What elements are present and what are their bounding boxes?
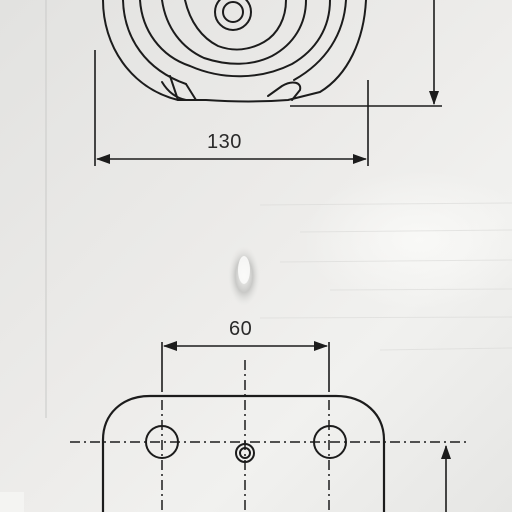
- top-right-dimension: [290, 0, 442, 107]
- top-bracket-drawing: [102, 0, 367, 103]
- dimension-label-60: 60: [229, 318, 253, 340]
- paper-glare: [180, 150, 512, 350]
- center-hole-outer: [235, 443, 255, 463]
- dimension-60-lines: [161, 341, 330, 392]
- paper-streaks: [259, 202, 512, 351]
- centerlines: [70, 360, 470, 512]
- left-mounting-hole: [145, 425, 179, 459]
- corner-patch: [0, 492, 24, 512]
- dent-highlight: [238, 256, 250, 284]
- center-hole-inner: [239, 447, 251, 459]
- mounting-holes: [145, 425, 347, 463]
- right-mounting-hole: [313, 425, 347, 459]
- dimension-130-lines: [94, 50, 369, 166]
- dimension-label-130: 130: [207, 131, 242, 153]
- plate-outline: [101, 394, 386, 512]
